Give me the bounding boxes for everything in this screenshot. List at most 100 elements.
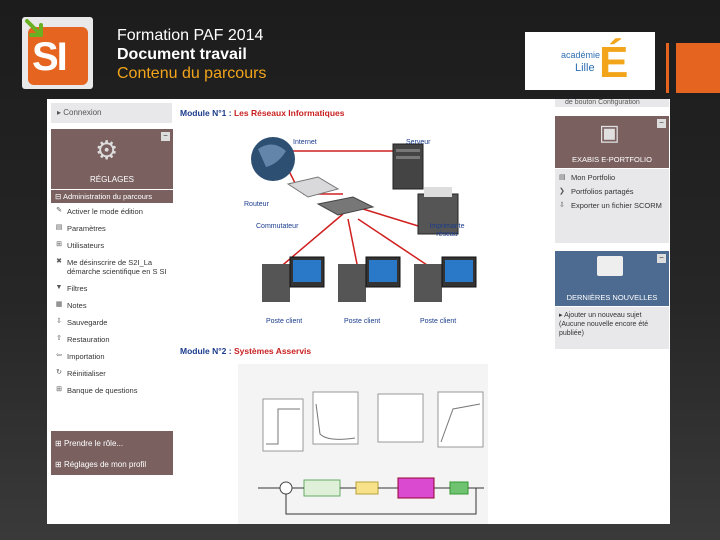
logo-academie-text: académie	[561, 50, 601, 60]
gears-icon: ⚙	[95, 135, 119, 165]
eportfolio-item-label: Portfolios partagés	[571, 187, 634, 196]
admin-course-header[interactable]: ⊟ Administration du parcours	[51, 190, 173, 203]
accent-block	[676, 43, 720, 93]
admin-item-label: Paramètres	[67, 224, 106, 233]
control-system-diagram	[238, 364, 488, 524]
module-2-name: Systèmes Asservis	[233, 346, 312, 356]
plus-icon: ⊞	[56, 386, 62, 393]
label-internet: Internet	[293, 139, 317, 146]
admin-item-label: Réinitialiser	[67, 369, 106, 378]
label-router: Routeur	[244, 201, 269, 208]
block-diagram-image	[258, 391, 484, 515]
config-button-hint: de bouton Configuration	[555, 99, 669, 107]
switch-icon	[316, 196, 375, 216]
grades-icon: ▦	[55, 301, 63, 308]
eportfolio-item-label: Mon Portfolio	[571, 173, 616, 182]
accent-thin-bar	[666, 43, 669, 93]
no-news-text: (Aucune nouvelle encore été publiée)	[559, 321, 649, 337]
admin-item-label: Restauration	[67, 335, 110, 344]
backup-icon: ⇩	[56, 318, 62, 325]
admin-item-restore[interactable]: ⇧ Restauration	[55, 335, 175, 344]
import-icon: ⇦	[56, 352, 62, 359]
logo-lille-text: Lille	[575, 62, 595, 74]
green-arrow-icon	[25, 19, 43, 37]
router-icon	[286, 176, 340, 198]
label-server: Serveur	[406, 139, 431, 146]
si-logo-text: SI	[32, 35, 68, 79]
client-computer-icon	[262, 256, 325, 302]
eportfolio-block-header: ▣ − EXABIS E-PORTFOLIO	[555, 116, 669, 168]
admin-item-unenrol[interactable]: ✖Me désinscrire de S2I_La démarche scien…	[55, 258, 175, 276]
reset-icon: ↻	[56, 369, 62, 376]
label-switch: Commutateur	[256, 223, 299, 230]
admin-item-reset[interactable]: ↻ Réinitialiser	[55, 369, 175, 378]
eportfolio-item-my-portfolio[interactable]: ▤ Mon Portfolio	[559, 173, 665, 182]
label-client-3: Poste client	[420, 318, 457, 325]
admin-item-label: Activer le mode édition	[67, 207, 143, 216]
label-printer: Imprimante réseau	[429, 223, 465, 238]
add-news-label: Ajouter un nouveau sujet	[564, 312, 642, 319]
eportfolio-list: ▤ Mon Portfolio ❯ Portfolios partagés ⇩ Exp…	[555, 169, 669, 243]
course-content: Module N°1 : Les Réseaux Informatiques	[178, 99, 550, 524]
admin-header-label: Administration du parcours	[62, 192, 153, 201]
collapse-icon[interactable]: −	[657, 119, 666, 128]
module-2-prefix: Module N°2 :	[180, 346, 232, 356]
admin-item-question-bank[interactable]: ⊞ Banque de questions	[55, 386, 175, 395]
eportfolio-item-export[interactable]: ⇩ Exporter un fichier SCORM	[559, 201, 665, 210]
profile-settings-link[interactable]: ⊞ Réglages de mon profil	[51, 455, 173, 475]
newspaper-icon	[597, 256, 623, 276]
plus-icon: ⊞	[56, 241, 62, 248]
admin-item-users[interactable]: ⊞ Utilisateurs	[55, 241, 175, 250]
admin-item-label: Notes	[67, 301, 87, 310]
restore-icon: ⇧	[56, 335, 62, 342]
download-icon: ⇩	[559, 202, 565, 209]
label-client-2: Poste client	[344, 318, 381, 325]
user-remove-icon: ✖	[56, 258, 62, 265]
accent-bars	[662, 43, 720, 93]
academie-lille-logo: académie Lille É	[525, 32, 655, 90]
add-news-topic-link[interactable]: ▸ Ajouter un nouveau sujet	[559, 312, 642, 319]
si-logo: SI	[22, 17, 93, 89]
admin-item-import[interactable]: ⇦ Importation	[55, 352, 175, 361]
news-list: ▸ Ajouter un nouveau sujet (Aucune nouve…	[555, 307, 669, 349]
module-1-title[interactable]: Module N°1 : Les Réseaux Informatiques	[180, 108, 345, 118]
admin-item-label: Utilisateurs	[67, 241, 105, 250]
admin-item-label: Sauvegarde	[67, 318, 108, 327]
admin-item-filters[interactable]: ▼ Filtres	[55, 284, 175, 293]
title-line-1: Formation PAF 2014	[117, 27, 264, 44]
admin-item-edit-mode[interactable]: ✎ Activer le mode édition	[55, 207, 175, 216]
pencil-icon: ✎	[56, 207, 62, 214]
portfolio-icon: ▤	[559, 174, 566, 181]
left-sidebar: ▸ Connexion ⚙ − RÉGLAGES ⊟ Administratio…	[47, 99, 174, 524]
title-line-3: Contenu du parcours	[117, 65, 267, 82]
eportfolio-item-shared[interactable]: ❯ Portfolios partagés	[559, 187, 665, 196]
admin-item-label: Banque de questions	[67, 386, 138, 395]
logo-e-mark: É	[599, 38, 629, 87]
course-screenshot: ▸ Connexion ⚙ − RÉGLAGES ⊟ Administratio…	[47, 99, 670, 524]
reglages-block-header: ⚙ − RÉGLAGES	[51, 129, 173, 189]
admin-item-label: Filtres	[67, 284, 88, 293]
reglages-title: RÉGLAGES	[89, 175, 134, 184]
printer-icon	[417, 193, 459, 235]
admin-item-label: Importation	[67, 352, 105, 361]
switch-role-link[interactable]: ⊞ Prendre le rôle...	[51, 431, 173, 455]
document-icon: ▤	[55, 224, 63, 231]
eportfolio-item-label: Exporter un fichier SCORM	[571, 201, 662, 210]
collapse-icon[interactable]: −	[657, 254, 666, 263]
module-1-name: Les Réseaux Informatiques	[233, 108, 345, 118]
slide-title: Formation PAF 2014 Document travail Cont…	[117, 26, 266, 83]
admin-menu-list: ✎ Activer le mode édition ▤ Paramètres ⊞ Ut…	[55, 207, 175, 403]
connexion-link[interactable]: ▸ Connexion	[51, 103, 172, 123]
profile-settings-label: Réglages de mon profil	[63, 460, 147, 469]
collapse-icon[interactable]: −	[161, 132, 170, 141]
filter-icon: ▼	[55, 284, 63, 291]
module-2-title[interactable]: Module N°2 : Systèmes Asservis	[180, 346, 311, 356]
admin-item-grades[interactable]: ▦ Notes	[55, 301, 175, 310]
share-icon: ❯	[559, 188, 565, 195]
module-1-prefix: Module N°1 :	[180, 108, 232, 118]
admin-item-settings[interactable]: ▤ Paramètres	[55, 224, 175, 233]
news-title: DERNIÈRES NOUVELLES	[566, 293, 658, 302]
admin-item-backup[interactable]: ⇩ Sauvegarde	[55, 318, 175, 327]
label-client-1: Poste client	[266, 318, 303, 325]
client-computer-icon	[414, 256, 477, 302]
